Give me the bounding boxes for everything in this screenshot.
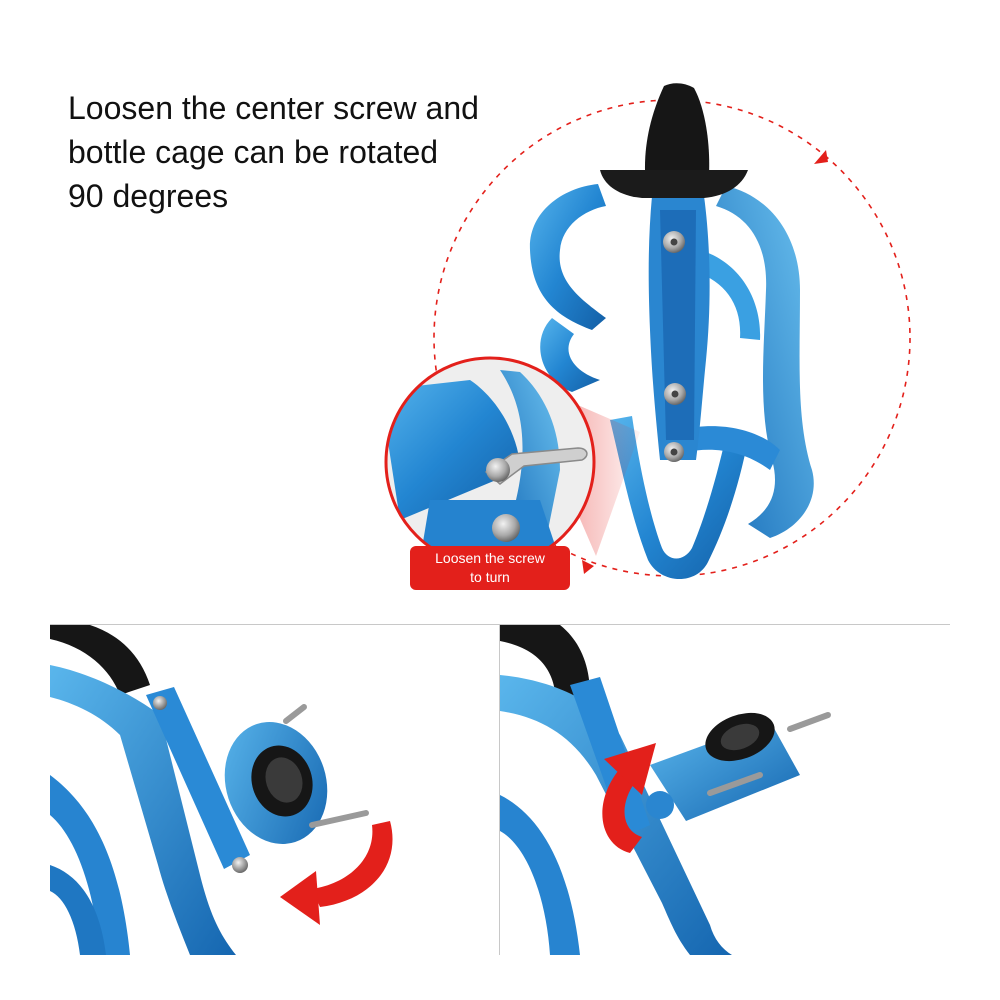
callout-line-2: to turn xyxy=(470,569,510,585)
turn-arrow-icon xyxy=(280,821,393,925)
bottle-cage-right xyxy=(500,625,732,955)
rotate-up-arrow-icon xyxy=(602,743,656,853)
horizontal-divider xyxy=(50,624,950,625)
clamp-mount-photo-left xyxy=(50,625,393,955)
bottle-cage xyxy=(529,83,814,580)
magnified-inset xyxy=(384,356,596,568)
vertical-divider xyxy=(499,625,500,955)
callout-line-1: Loosen the screw xyxy=(435,550,545,566)
bottle-cage-photo xyxy=(384,83,911,580)
headline-line-2: bottle cage can be rotated xyxy=(68,134,439,170)
clamp-mount-photo-right xyxy=(500,625,831,955)
handlebar-clamp-left xyxy=(224,704,369,844)
callout-label: Loosen the screw to turn xyxy=(410,546,570,590)
headline: Loosen the center screw and bottle cage … xyxy=(68,86,528,218)
handlebar-clamp-right xyxy=(646,712,831,821)
headline-line-1: Loosen the center screw and xyxy=(68,90,479,126)
headline-line-3: 90 degrees xyxy=(68,178,229,214)
bottle-cage-left xyxy=(50,625,250,955)
rotation-arrow-icon xyxy=(433,99,911,577)
